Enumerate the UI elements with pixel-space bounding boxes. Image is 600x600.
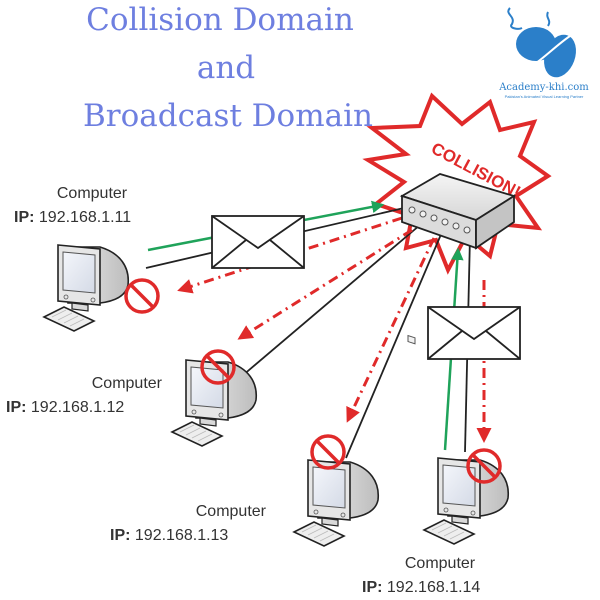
envelope-icon-pc1-frame [211,215,305,269]
envelope-icon-pc4-frame [427,306,521,360]
computer-icon [423,457,510,545]
computer-pc2: Computer IP: 192.168.1.12 [6,349,258,447]
ip-prefix: IP: [110,527,130,544]
computer-icon [171,359,258,447]
ip-prefix: IP: [14,209,34,226]
cable-pc3 [345,231,443,459]
computer-ip-line: IP: 192.168.1.14 [362,579,480,596]
ip-prefix: IP: [6,399,26,416]
ip-address: 192.168.1.12 [31,399,125,416]
title-line-3: Broadcast Domain [83,98,373,134]
academy-logo: Academy-khi.com Pakistan's Animated Visu… [498,7,589,99]
network-switch [399,173,517,345]
computer-ip-line: IP: 192.168.1.13 [110,527,228,544]
title-line-1: Collision Domain [86,2,354,38]
title: Collision Domain and Broadcast Domain [83,2,373,134]
cable-pc2 [241,224,421,377]
logo-name: Academy-khi.com [498,82,589,93]
collision-arrow-pc2 [237,228,413,340]
ip-prefix: IP: [362,579,382,596]
collision-arrow-pc3 [346,237,436,423]
computer-name: Computer [405,555,476,572]
ip-address: 192.168.1.11 [39,209,131,226]
title-line-2: and [197,50,255,86]
computer-name: Computer [196,503,267,520]
computer-icon [43,244,130,332]
switch-ports [407,206,471,345]
logo-tagline: Pakistan's Animated Visual Learning Part… [505,94,584,99]
ip-address: 192.168.1.13 [135,527,229,544]
computer-pc3: Computer IP: 192.168.1.13 [110,434,380,547]
computer-icon [293,459,380,547]
computer-name: Computer [92,375,163,392]
blocked-icon [124,278,160,314]
computer-ip-line: IP: 192.168.1.11 [14,209,131,226]
computer-pc4: Computer IP: 192.168.1.14 [362,448,510,596]
computer-ip-line: IP: 192.168.1.12 [6,399,124,416]
computer-pc1: Computer IP: 192.168.1.11 [14,185,160,332]
computer-name: Computer [57,185,128,202]
ip-address: 192.168.1.14 [387,579,481,596]
mouse-logo-icon [507,7,576,78]
